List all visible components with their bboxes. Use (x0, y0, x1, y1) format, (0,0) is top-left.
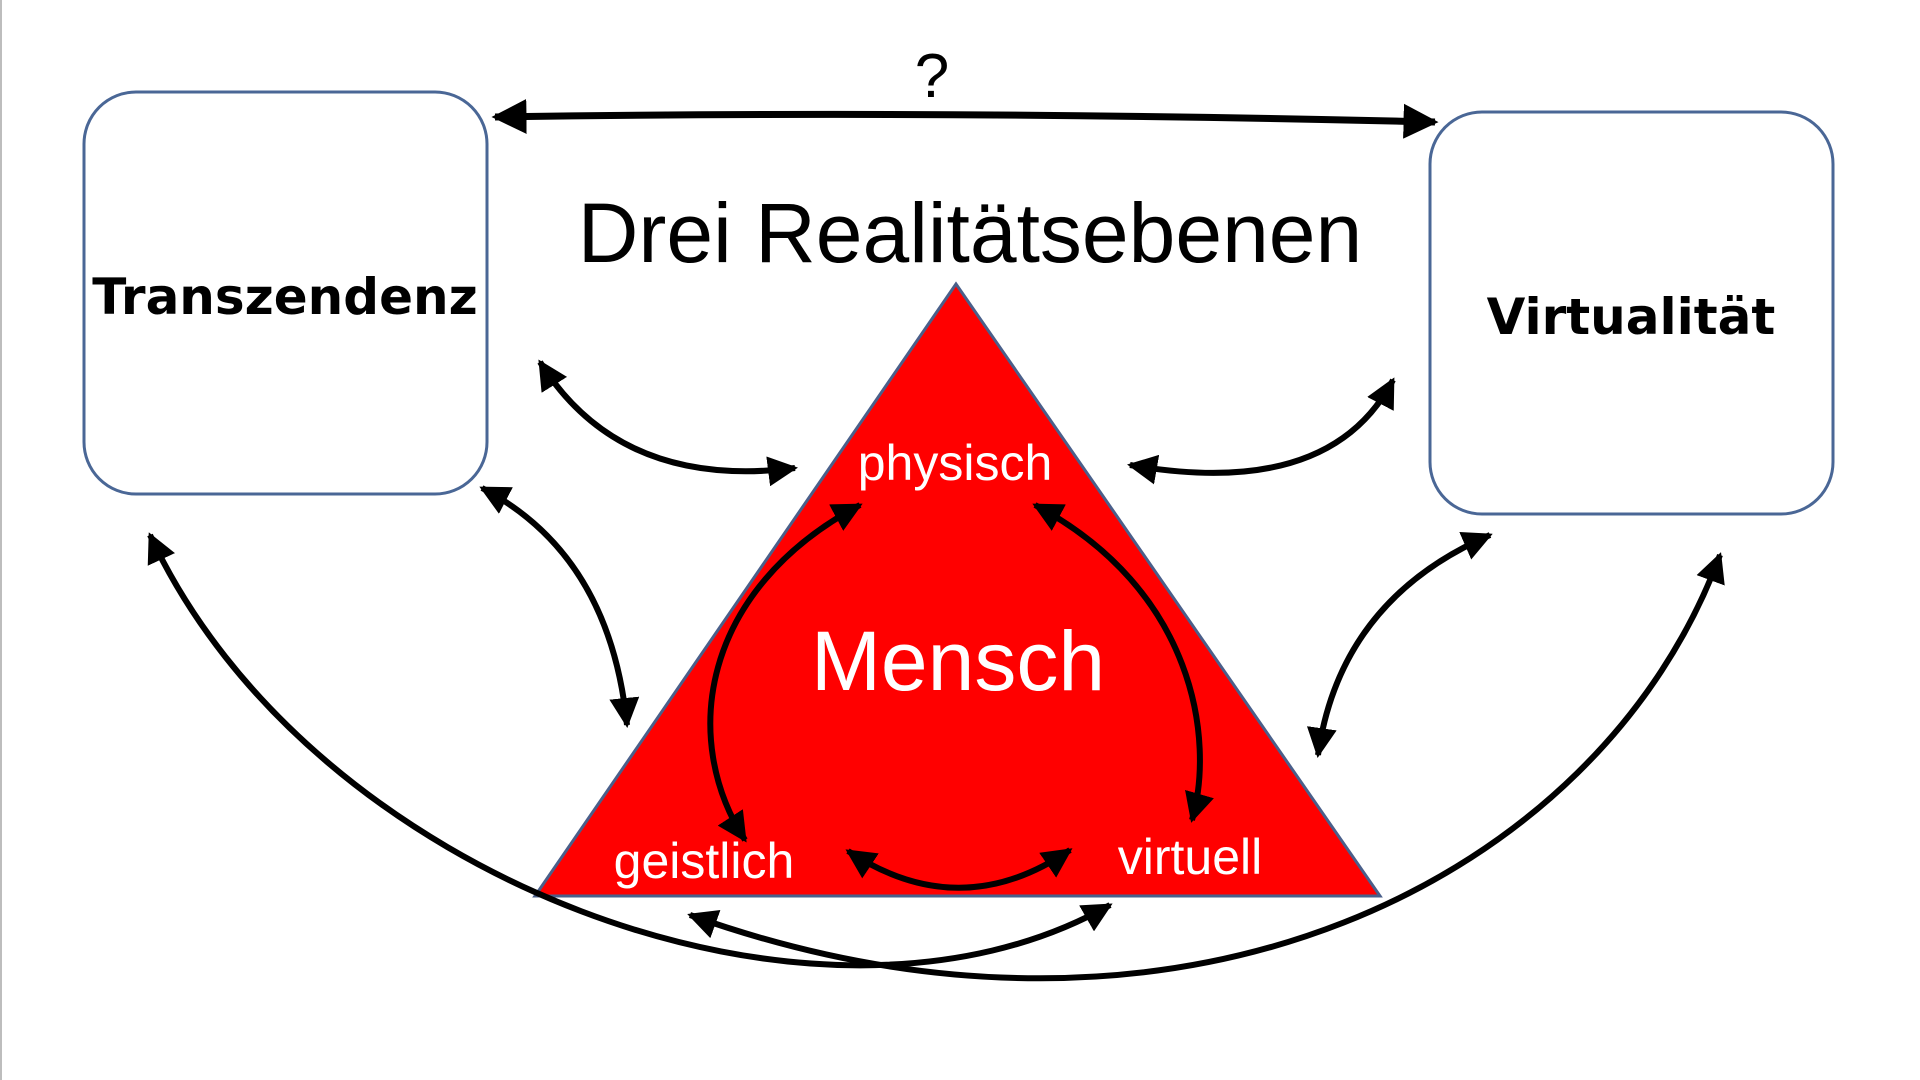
arc-transzendenz-virtuell (147, 532, 1113, 969)
geistlich-label: geistlich (614, 833, 795, 889)
mensch-triangle (532, 281, 1383, 898)
virtualitaet-box (1428, 110, 1835, 516)
virtuell-label: virtuell (1118, 829, 1262, 885)
arrow-transzendenz-physisch (537, 359, 798, 487)
arrow-virtualitaet-virtuell (1306, 531, 1493, 758)
diagram-title: Drei Realitätsebenen (578, 186, 1362, 280)
arc-virtualitaet-geistlich (687, 552, 1725, 982)
top-double-arrow (491, 99, 1439, 139)
mensch-label: Mensch (811, 614, 1105, 708)
transzendenz-label: Transzendenz (92, 268, 477, 326)
physisch-label: physisch (858, 435, 1053, 491)
arrow-transzendenz-geistlich (479, 485, 640, 728)
question-mark: ? (915, 42, 949, 111)
arrow-virtualitaet-physisch (1127, 377, 1396, 485)
virtualitaet-label: Virtualität (1487, 288, 1776, 346)
transzendenz-box (82, 90, 489, 496)
